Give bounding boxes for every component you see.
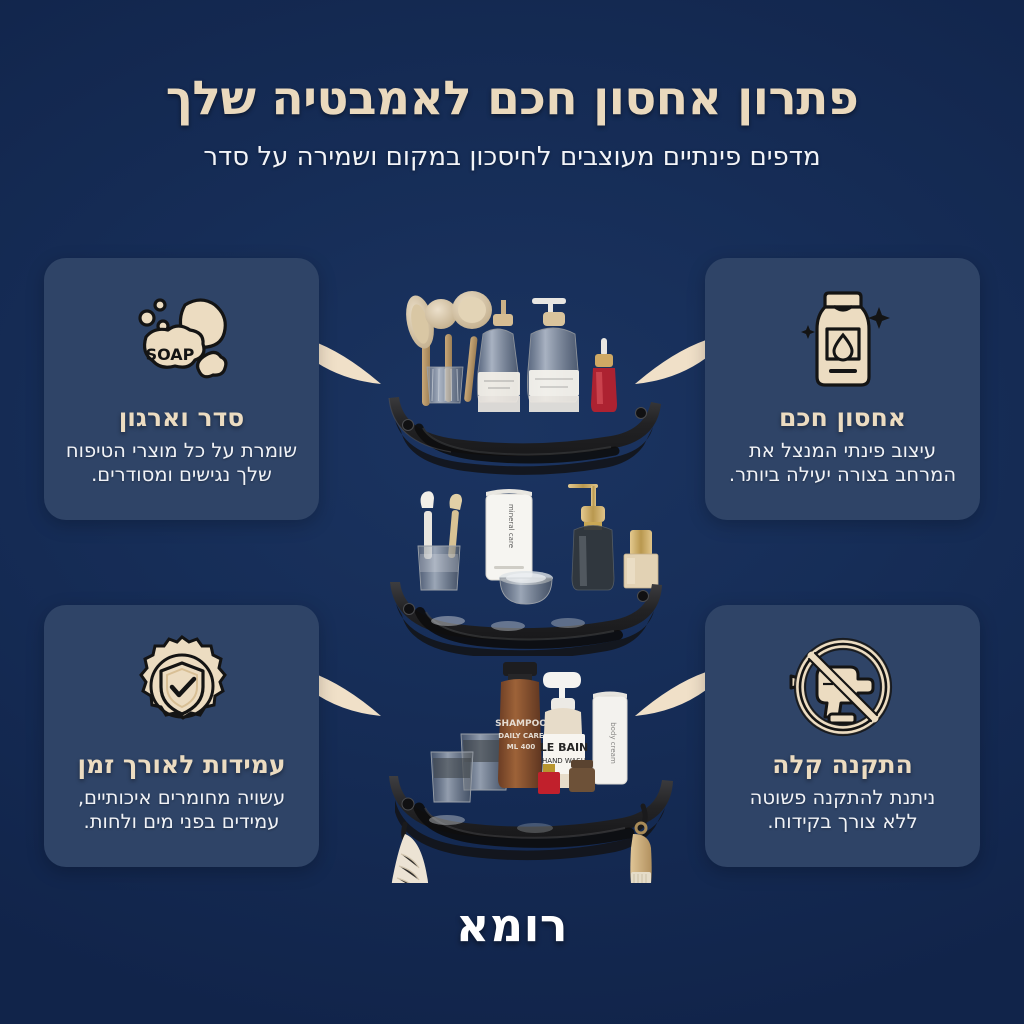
card-body-line1: עיצוב פינתי המנצל את <box>748 438 937 462</box>
shampoo-bottle-icon <box>783 280 903 398</box>
card-title: התקנה קלה <box>772 750 913 779</box>
card-body: ניתנת להתקנה פשוטה ללא צורך בקידוח. <box>750 786 936 836</box>
card-body-line2: שלך נגישים ומסודרים. <box>91 463 272 487</box>
soap-dispenser-round <box>526 298 580 412</box>
corner-shelf-black <box>388 397 661 475</box>
no-drill-icon <box>783 627 903 745</box>
glass-tumblers <box>430 733 510 803</box>
card-body: עשויה מחומרים איכותיים, עמידים בפני מים … <box>78 786 285 836</box>
shield-badge-check-icon <box>122 627 242 745</box>
svg-text:body cream: body cream <box>609 722 617 764</box>
toothpaste-tube: mineral care <box>485 489 533 581</box>
page-subtitle: מדפים פינתיים מעוצבים לחיסכון במקום ושמי… <box>203 142 821 173</box>
svg-text:LE BAIN: LE BAIN <box>540 741 589 754</box>
toothbrush-cup <box>417 491 462 591</box>
product-image-shelf-middle: mineral care <box>378 478 674 660</box>
svg-text:HAND WASH: HAND WASH <box>542 757 586 765</box>
card-body-line2: ללא צורך בקידוח. <box>767 810 918 834</box>
card-title: סדר וארגון <box>118 403 245 432</box>
svg-text:SHAMPOO: SHAMPOO <box>495 719 547 729</box>
hanging-wood-brush <box>630 821 652 892</box>
soap-icon-label: SOAP <box>145 345 194 364</box>
product-image-shelf-top <box>375 262 675 481</box>
header: פתרון אחסון חכם לאמבטיה שלך מדפים פינתיי… <box>0 71 1024 173</box>
glass-jar <box>499 571 553 605</box>
cream-tube: body cream <box>592 691 628 785</box>
soap-bar-icon: SOAP <box>122 280 242 398</box>
small-red-bottle <box>538 764 560 794</box>
card-body-line2: עמידים בפני מים ולחות. <box>83 810 280 834</box>
card-body: שומרת על כל מוצרי הטיפוח שלך נגישים ומסו… <box>66 439 297 489</box>
feature-card-smart-storage[interactable]: אחסון חכם עיצוב פינתי המנצל את המרחב בצו… <box>705 258 980 520</box>
feature-card-easy-installation[interactable]: התקנה קלה ניתנת להתקנה פשוטה ללא צורך בק… <box>705 605 980 867</box>
corner-shelf-black <box>390 582 662 659</box>
card-body-line2: המרחב בצורה יעילה ביותר. <box>728 463 957 487</box>
card-body-line1: ניתנת להתקנה פשוטה <box>749 785 936 809</box>
card-body: עיצוב פינתי המנצל את המרחב בצורה יעילה ב… <box>729 439 956 489</box>
svg-text:400 ML: 400 ML <box>507 743 536 751</box>
perfume-bottle <box>623 530 659 589</box>
soap-dispenser-conical <box>476 300 520 412</box>
card-title: עמידות לאורך זמן <box>77 750 286 779</box>
card-title: אחסון חכם <box>779 403 906 432</box>
svg-text:DAILY CARE: DAILY CARE <box>498 732 544 740</box>
feature-card-durability[interactable]: עמידות לאורך זמן עשויה מחומרים איכותיים,… <box>44 605 319 867</box>
body-brush-oval <box>452 291 492 402</box>
brand-name: רומא <box>455 898 569 952</box>
shampoo-bottle-amber: SHAMPOO DAILY CARE 400 ML <box>495 662 547 788</box>
svg-text:mineral care: mineral care <box>507 504 515 548</box>
page-title: פתרון אחסון חכם לאמבטיה שלך <box>165 71 859 126</box>
product-image-shelf-bottom: SHAMPOO DAILY CARE 400 ML LE BAIN HAND W… <box>375 648 680 894</box>
card-body-line1: עשויה מחומרים איכותיים, <box>77 785 286 809</box>
soap-dispenser-dark <box>568 484 615 591</box>
ribbed-tumbler <box>426 366 464 404</box>
corner-shelf-black-with-hooks <box>389 776 673 894</box>
card-body-line1: שומרת על כל מוצרי הטיפוח <box>65 438 298 462</box>
small-brown-jar <box>569 760 595 792</box>
feature-card-order-organization[interactable]: SOAP סדר וארגון שומרת על כל מוצרי הטיפוח… <box>44 258 319 520</box>
dropper-bottle-red <box>591 338 617 412</box>
